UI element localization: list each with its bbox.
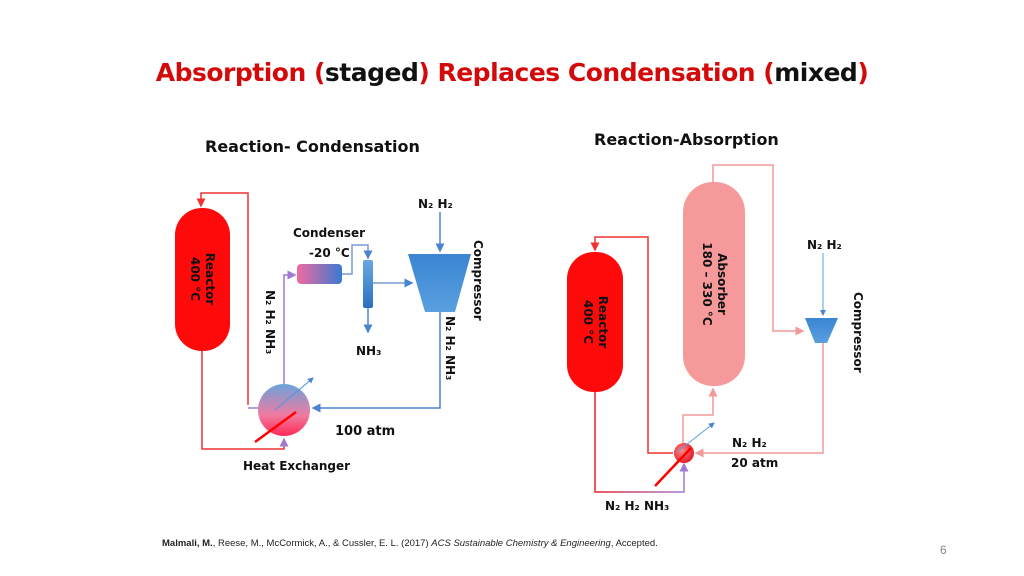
- reactor-vessel: [175, 208, 230, 351]
- citation-authors: , Reese, M., McCormick, A., & Cussler, E…: [212, 538, 432, 549]
- condenser-feed-stream: [283, 270, 297, 384]
- page-number: 6: [940, 543, 947, 557]
- reactor-feed-stream: [590, 236, 673, 454]
- absorber-feed-stream: [682, 387, 718, 443]
- compressor: [805, 318, 838, 343]
- reactor-effluent-stream: [594, 392, 685, 493]
- title-text-staged: staged: [324, 58, 419, 87]
- heating-line-icon: [254, 410, 297, 444]
- title-text: ) Replaces Condensation (: [418, 58, 775, 87]
- heat-exchanger: [674, 443, 694, 463]
- compressor: [408, 254, 471, 312]
- reaction-condensation-diagram: Reaction- Condensation Reactor 400 °C: [175, 137, 485, 473]
- separator-feed-stream: [342, 244, 373, 275]
- slide-title: Absorption (staged) Replaces Condensatio…: [0, 58, 1024, 87]
- citation-lead-author: Malmali, M.: [162, 538, 213, 549]
- condenser-temperature: -20 °C: [309, 246, 350, 260]
- title-text: ): [857, 58, 869, 87]
- citation: Malmali, M., Reese, M., McCormick, A., &…: [162, 538, 658, 549]
- title-text-mixed: mixed: [774, 58, 858, 87]
- heat-exchanger: [258, 384, 310, 436]
- reactor-effluent-stream: [201, 350, 289, 450]
- reactor-feed-stream: [196, 192, 249, 405]
- reactor-temperature: 400 °C: [581, 300, 595, 344]
- recycle-stream: [694, 343, 824, 458]
- absorber-temperature: 180 – 330 °C: [700, 242, 714, 326]
- reaction-absorption-diagram: Reaction-Absorption Reactor 400 °C Absor…: [567, 130, 865, 513]
- recycle-composition-label: N₂ H₂: [732, 436, 767, 450]
- left-diagram-heading: Reaction- Condensation: [205, 137, 420, 156]
- compressor-label: Compressor: [851, 292, 865, 373]
- heat-exchanger-label: Heat Exchanger: [243, 459, 350, 473]
- reactor-label: Reactor: [596, 296, 610, 349]
- separator: [363, 260, 373, 308]
- reactor-label: Reactor: [203, 253, 217, 306]
- stream-composition-label: N₂ H₂ NH₃: [263, 290, 277, 354]
- reactor-vessel: [567, 252, 623, 392]
- cooling-arrow-icon: [274, 377, 314, 411]
- stream-composition-label: N₂ H₂ NH₃: [605, 499, 669, 513]
- product-label: NH₃: [356, 344, 381, 358]
- absorber-overhead-stream: [712, 164, 805, 336]
- right-diagram-heading: Reaction-Absorption: [594, 130, 779, 149]
- citation-status: , Accepted.: [610, 538, 658, 549]
- pressure-label: 20 atm: [731, 456, 778, 470]
- condenser: [297, 264, 342, 284]
- recycle-stream: [311, 312, 441, 413]
- reactor-temperature: 400 °C: [188, 257, 202, 301]
- stream-composition-label: N₂ H₂ NH₃: [443, 316, 457, 380]
- absorber-vessel: [683, 182, 745, 386]
- compressor-label: Compressor: [471, 240, 485, 321]
- cooling-arrow-icon: [676, 422, 715, 453]
- feed-label: N₂ H₂: [418, 197, 453, 211]
- feed-label: N₂ H₂: [807, 238, 842, 252]
- title-text: Absorption (: [155, 58, 326, 87]
- condenser-label: Condenser: [293, 226, 365, 240]
- heating-line-icon: [654, 447, 692, 487]
- citation-journal: ACS Sustainable Chemistry & Engineering: [431, 538, 611, 549]
- pressure-label: 100 atm: [335, 424, 395, 439]
- absorber-label: Absorber: [715, 253, 729, 315]
